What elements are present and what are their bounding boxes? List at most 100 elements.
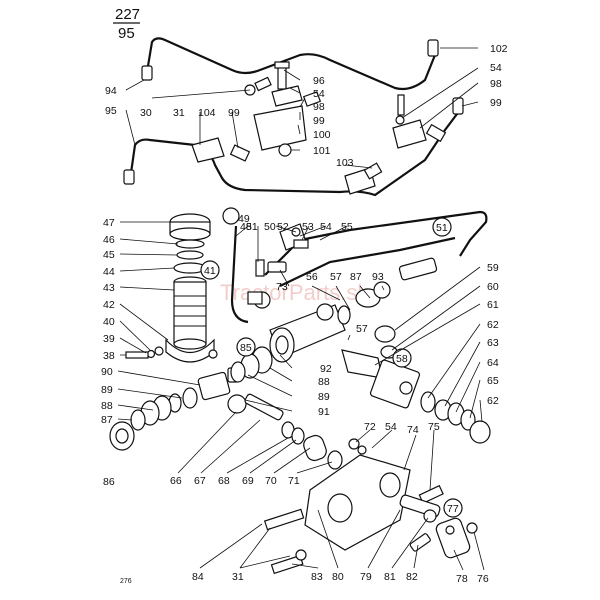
callout-52: 52 — [277, 221, 289, 233]
pin-81 — [409, 533, 431, 552]
upper-pipe-assembly — [123, 37, 464, 197]
callout-53: 53 — [302, 221, 314, 233]
callout-90: 90 — [101, 366, 113, 378]
bracket-100 — [253, 105, 307, 151]
mounting-bracket — [263, 438, 478, 575]
callout-54-b: 54 — [490, 62, 502, 74]
callout-51-a: 51 — [246, 221, 258, 233]
callout-68: 68 — [218, 475, 230, 487]
clip-50 — [255, 259, 265, 277]
callout-75: 75 — [428, 421, 440, 433]
callout-57-a: 57 — [330, 271, 342, 283]
callout-61: 61 — [487, 299, 499, 311]
callout-99-a: 99 — [228, 107, 240, 119]
callout-labels: 94 30 31 104 99 96 54 98 99 100 101 103 … — [101, 43, 508, 585]
callout-77: 77 — [447, 503, 459, 515]
callout-85: 85 — [240, 342, 252, 354]
callout-30: 30 — [140, 107, 152, 119]
callout-82: 82 — [406, 571, 418, 583]
callout-67: 67 — [194, 475, 206, 487]
pipe-fitting-102 — [427, 39, 439, 57]
bracket-74 — [304, 454, 411, 551]
callout-103: 103 — [336, 157, 354, 169]
callout-70: 70 — [265, 475, 277, 487]
fitting-93 — [373, 281, 391, 299]
clevis-78 — [435, 517, 471, 559]
callout-circle-51 — [432, 217, 452, 237]
callout-73: 73 — [276, 281, 288, 293]
callout-94: 94 — [105, 85, 117, 97]
reservoir-assembly — [125, 213, 220, 363]
seal-65 — [460, 409, 476, 431]
callout-57-b: 57 — [356, 323, 368, 335]
pipe-clamp-group — [191, 61, 447, 195]
callout-circle-49 — [222, 207, 240, 225]
callout-78: 78 — [456, 573, 468, 585]
callout-84: 84 — [192, 571, 204, 583]
callout-59: 59 — [487, 262, 499, 274]
callout-43: 43 — [103, 282, 115, 294]
nut-40 — [154, 346, 164, 356]
seal-69 — [291, 427, 305, 445]
connector-51 — [398, 257, 438, 281]
page-ref-top: 227 — [115, 6, 140, 23]
nut-79 — [423, 509, 437, 523]
pipe-end-94 — [141, 65, 153, 81]
callout-circle-41 — [200, 260, 220, 280]
callout-51-b: 51 — [436, 222, 448, 234]
callout-63: 63 — [487, 337, 499, 349]
ring-62 — [420, 391, 436, 413]
callout-42: 42 — [103, 299, 115, 311]
callout-54-d: 54 — [385, 421, 397, 433]
callout-44: 44 — [103, 266, 115, 278]
callout-83: 83 — [311, 571, 323, 583]
spacer-99-left — [229, 144, 251, 162]
bolt-75 — [418, 484, 444, 504]
callout-64: 64 — [487, 357, 499, 369]
callout-56: 56 — [306, 271, 318, 283]
clip-76 — [466, 522, 478, 534]
seal-89 — [182, 387, 198, 409]
clamp-98 — [271, 85, 303, 107]
callout-96: 96 — [313, 75, 325, 87]
callout-87-a: 87 — [101, 414, 113, 426]
callout-95: 95 — [105, 105, 117, 117]
piston-90 — [197, 371, 231, 401]
reservoir-body-43 — [173, 281, 207, 345]
callout-98-b: 98 — [490, 78, 502, 90]
callout-62-a: 62 — [487, 319, 499, 331]
screw-38 — [125, 351, 149, 359]
bolt-31 — [254, 76, 272, 92]
callout-41: 41 — [204, 265, 216, 277]
clamp-98-right — [392, 119, 427, 149]
pipe-end-95 — [123, 169, 135, 185]
callout-88-b: 88 — [318, 376, 330, 388]
push-rod-assembly — [227, 393, 343, 470]
callout-92: 92 — [320, 363, 332, 375]
callout-81: 81 — [384, 571, 396, 583]
spacer-99 — [302, 91, 322, 107]
pipe-fitting-99 — [452, 97, 464, 115]
fitting-59 — [374, 325, 396, 343]
callout-48: 48 — [240, 221, 252, 233]
nut-101 — [278, 143, 292, 157]
right-branch — [341, 325, 491, 444]
callout-80: 80 — [332, 571, 344, 583]
callout-60: 60 — [487, 281, 499, 293]
seal-57 — [337, 305, 351, 325]
callout-88-a: 88 — [101, 400, 113, 412]
callout-47: 47 — [103, 217, 115, 229]
callout-72: 72 — [364, 421, 376, 433]
callout-49: 49 — [238, 213, 250, 225]
watermark: TractorParts.sk — [220, 280, 369, 305]
callout-91: 91 — [318, 406, 330, 418]
callout-45: 45 — [103, 249, 115, 261]
callout-89-a: 89 — [101, 384, 113, 396]
callout-65: 65 — [487, 375, 499, 387]
callout-50: 50 — [264, 221, 276, 233]
callout-86: 86 — [103, 476, 115, 488]
seal-46 — [175, 239, 205, 249]
callout-101: 101 — [313, 145, 331, 157]
page-ref-bottom: 95 — [118, 25, 135, 42]
